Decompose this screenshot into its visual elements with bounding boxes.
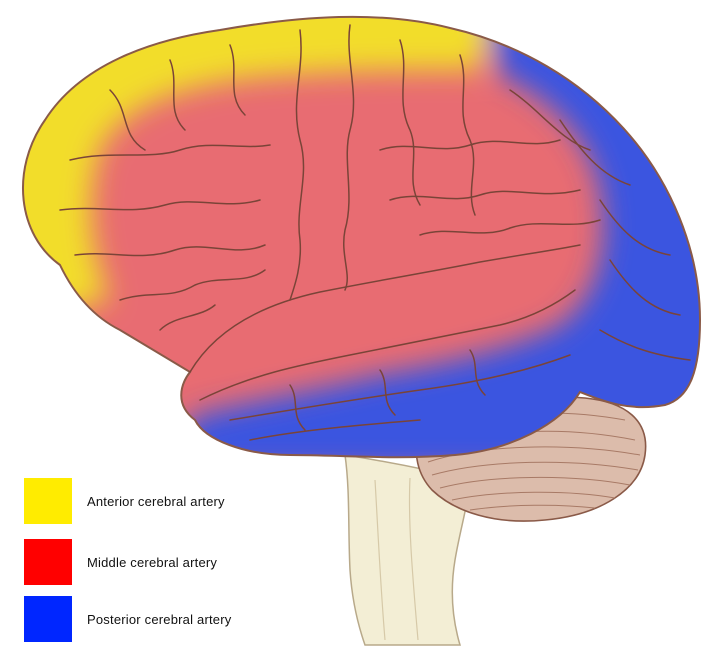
- legend-swatch-posterior: [24, 596, 72, 642]
- legend-label-posterior: Posterior cerebral artery: [87, 611, 232, 627]
- legend-swatch-anterior: [24, 478, 72, 524]
- anterior-territory: [22, 16, 500, 330]
- legend-label-middle: Middle cerebral artery: [87, 554, 218, 570]
- legend-item-anterior: Anterior cerebral artery: [24, 478, 225, 524]
- legend-item-middle: Middle cerebral artery: [24, 539, 217, 585]
- legend-swatch-middle: [24, 539, 72, 585]
- legend-label-anterior: Anterior cerebral artery: [87, 493, 225, 509]
- legend-item-posterior: Posterior cerebral artery: [24, 596, 231, 642]
- brain-sulci: [21, 15, 702, 459]
